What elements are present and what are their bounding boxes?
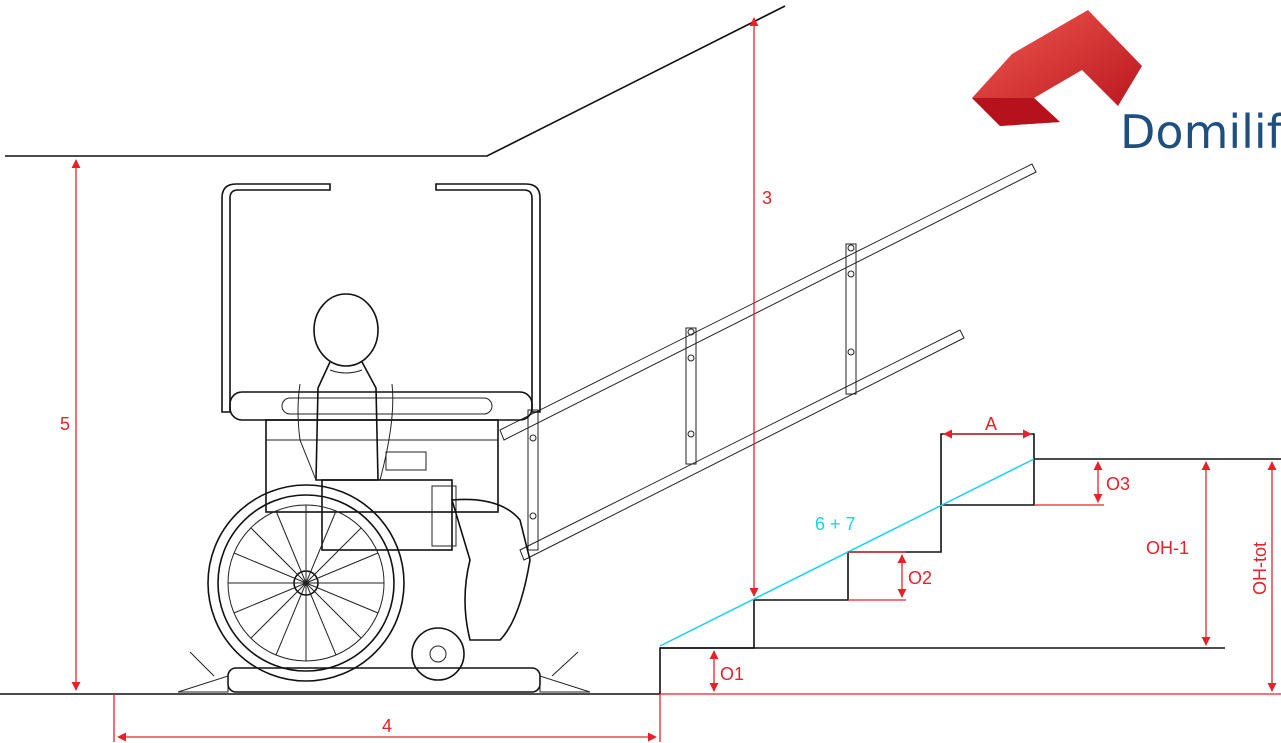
wheelchair-wheel bbox=[207, 484, 405, 682]
dimension-lines bbox=[71, 17, 1281, 742]
logo-arrow-icon bbox=[972, 10, 1142, 126]
slope-line bbox=[659, 458, 1035, 647]
ceiling-outline bbox=[5, 5, 786, 157]
dimension-a-label: A bbox=[985, 414, 997, 434]
platform-lift bbox=[177, 183, 591, 693]
dimension-3-label: 3 bbox=[762, 188, 772, 208]
dimension-5-label: 5 bbox=[60, 414, 70, 434]
domilif-logo: Domilif bbox=[972, 10, 1281, 159]
dimension-o1-label: O1 bbox=[720, 664, 744, 684]
dimension-o3-label: O3 bbox=[1106, 474, 1130, 494]
guide-rails bbox=[499, 163, 1037, 561]
dimension-ohtot-label: OH-tot bbox=[1250, 542, 1270, 595]
dimension-oh1-label: OH-1 bbox=[1146, 538, 1189, 558]
dimension-slope-label: 6 + 7 bbox=[815, 514, 856, 534]
dimension-o2-label: O2 bbox=[908, 568, 932, 588]
floor-and-stairs bbox=[0, 433, 1281, 695]
logo-text: Domilif bbox=[1120, 105, 1281, 159]
dimension-4-label: 4 bbox=[382, 716, 392, 736]
